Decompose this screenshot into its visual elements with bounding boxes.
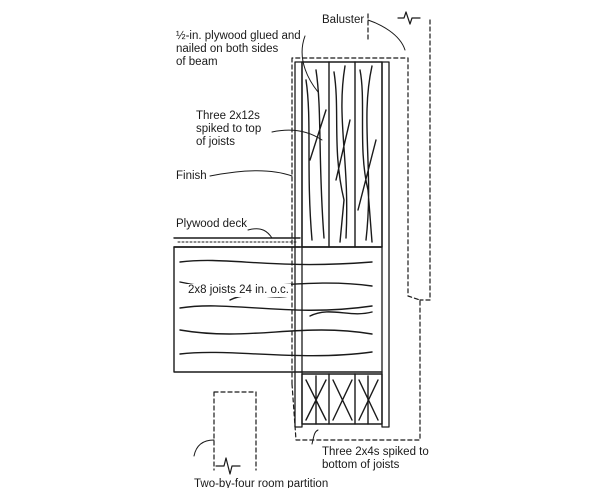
label-three-2x12s-line3: of joists [196,136,235,148]
label-plywood-sides-line3: of beam [176,56,218,68]
label-three-2x12s-line2: spiked to top [196,123,262,135]
break-marks [215,11,421,475]
three-2x12s [301,61,383,248]
label-three-2x4s-line1: Three 2x4s spiked to [322,446,429,458]
label-plywood-deck: Plywood deck [176,218,247,230]
joist-2x8 [173,246,383,373]
label-three-2x4s: Three 2x4s spiked to bottom of joists [322,446,429,472]
label-three-2x12s: Three 2x12s spiked to top of joists [196,110,261,149]
three-2x4s [301,373,383,425]
label-three-2x4s-line2: bottom of joists [322,459,400,471]
label-plywood-sides-line2: nailed on both sides [176,43,279,55]
label-partition: Two-by-four room partition [194,478,329,488]
label-plywood-sides: ½-in. plywood glued and nailed on both s… [176,30,301,69]
plywood-skin-right [381,61,390,428]
label-three-2x12s-line1: Three 2x12s [196,110,260,122]
label-joists: 2x8 joists 24 in. o.c. [186,284,291,297]
label-baluster: Baluster [322,14,365,26]
label-plywood-sides-line1: ½-in. plywood glued and [176,30,301,42]
plywood-deck [173,237,301,248]
leader-lines [193,19,406,457]
finish-outline [213,13,431,471]
label-finish: Finish [176,170,207,182]
